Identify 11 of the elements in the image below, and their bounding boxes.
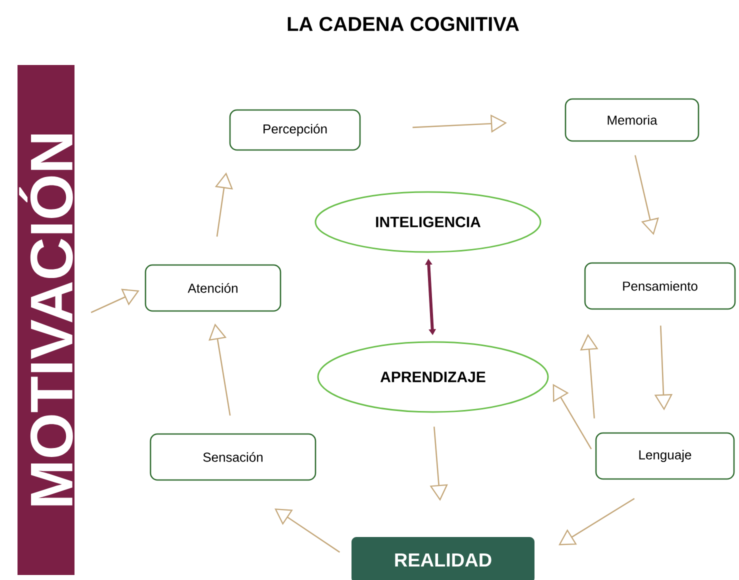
concept-box: Pensamiento — [584, 262, 736, 310]
reality-box: REALIDAD — [352, 536, 534, 580]
concept-box: Lenguaje — [595, 432, 735, 480]
arrow — [558, 498, 635, 546]
concept-box: Sensación — [150, 433, 316, 481]
concept-box: Memoria — [564, 98, 700, 142]
arrow — [274, 508, 340, 553]
motivation-band: MOTIVACIÓN — [18, 64, 74, 575]
concept-box: Percepción — [229, 109, 361, 151]
concept-box: Atención — [144, 264, 282, 312]
title: LA CADENA COGNITIVA — [288, 16, 519, 32]
